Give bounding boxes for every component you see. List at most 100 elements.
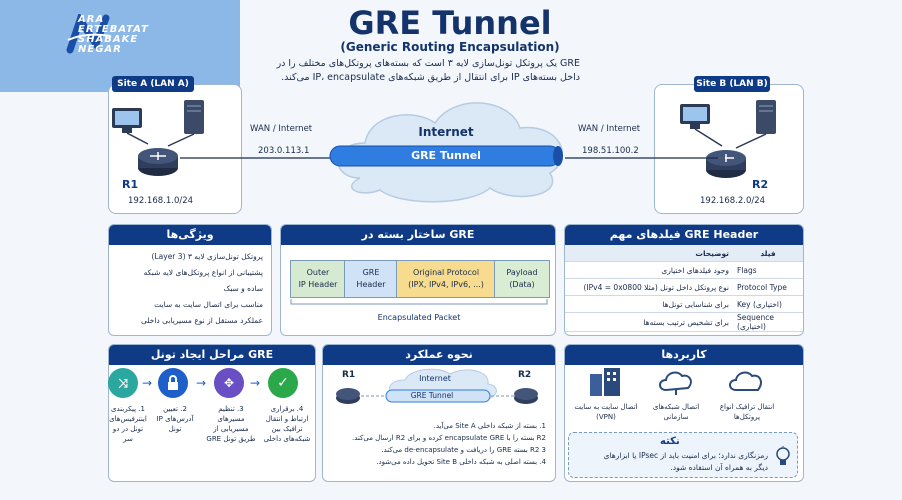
wan-right-label: WAN / Internet <box>578 124 641 134</box>
feature-item: ساده و سبک <box>223 284 264 293</box>
routing-icon: ✥ <box>214 368 244 398</box>
site-b-label: Site B (LAN B) <box>694 76 770 92</box>
feature-item: عملکرد مستقل از نوع مسیریابی داخلی <box>140 316 263 325</box>
logo-text-3: SHABAKE <box>78 34 139 45</box>
features-list: پروتکل تونل‌سازی لایه ۳ (Layer 3) پشتیبا… <box>109 245 271 333</box>
packet-caption: Encapsulated Packet <box>377 313 461 322</box>
wan-tunnel-diagram <box>180 102 725 203</box>
steps-panel: مراحل ایجاد تونل GRE <box>108 344 316 482</box>
step-3: 3. تنظیم مسیرهای مسیریابی از طریق تونل G… <box>206 405 256 443</box>
feature-item: مناسب برای اتصال سایت به سایت <box>154 300 263 309</box>
building-icon <box>590 368 620 396</box>
field-desc: برای شناسایی تونل‌ها <box>565 295 733 313</box>
page-subtitle: (Generic Routing Encapsulation) <box>340 40 560 54</box>
col-field-header: فیلد <box>733 245 803 262</box>
op-r2-label: R2 <box>518 370 532 380</box>
gre-l2: Header <box>356 280 386 289</box>
feature-item: پشتیبانی از انواع پروتکل‌های لایه شبکه <box>143 268 263 277</box>
field-name: Key (اختیاری) <box>733 295 803 313</box>
step-num: 1 <box>140 405 145 413</box>
router-r1-label: R1 <box>122 178 139 191</box>
packet-brace <box>290 299 548 305</box>
step-text: تنظیم مسیرهای مسیریابی از طریق تونل GRE <box>206 405 256 443</box>
arrow-icon: → <box>250 376 261 390</box>
op-r1-label: R1 <box>342 370 356 380</box>
site-b-lan-diagram <box>680 100 776 178</box>
original-protocol-cell: Original Protocol (IPX, IPv4, IPv6, ...) <box>396 260 496 298</box>
operation-diagram <box>336 368 538 404</box>
step-num: 3 <box>239 405 244 413</box>
arrow-icon: → <box>196 376 207 390</box>
packet-title: ساختار بسته در GRE <box>281 225 555 245</box>
step-4: 4. برقراری ارتباط و انتقال ترافیک بین شب… <box>263 405 311 443</box>
operation-panel: نحوه عملکرد <box>322 344 556 482</box>
steps-title: مراحل ایجاد تونل GRE <box>109 345 315 365</box>
gre-l1: GRE <box>362 268 380 277</box>
site-b-subnet: 192.168.2.0/24 <box>700 196 766 206</box>
site-a-lan-diagram <box>112 100 204 176</box>
page-title: GRE Tunnel <box>348 4 552 42</box>
gre-header-cell: GRE Header <box>344 260 398 298</box>
field-desc: وجود فیلدهای اختیاری <box>565 261 733 279</box>
orig-l2: (IPX, IPv4, IPv6, ...) <box>408 280 484 289</box>
orig-l1: Original Protocol <box>412 268 480 277</box>
op-line: 4. بسته اصلی به شبکه داخلی Site B تحویل … <box>376 458 546 466</box>
logo-n-icon <box>66 14 111 54</box>
op-line: 1. بسته از شبکه داخلی Site A می‌آید. <box>433 422 546 430</box>
payload-cell: Payload (Data) <box>494 260 550 298</box>
ip-left-label: 203.0.113.1 <box>258 146 310 156</box>
note-line-1: رمزنگاری ندارد؛ برای امنیت باید از IPsec… <box>603 451 768 460</box>
lightbulb-icon <box>776 446 790 465</box>
use-item: اتصال شبکه‌های سازمانی <box>652 403 700 421</box>
op-tunnel-label: GRE Tunnel <box>410 391 454 400</box>
site-a-label: Site A (LAN A) <box>112 76 194 92</box>
internet-cloud-label: Internet <box>418 125 474 139</box>
logo-text-4: NEGAR <box>78 44 122 55</box>
site-b-box <box>654 84 804 214</box>
payload-l2: (Data) <box>509 280 535 289</box>
step-text: برقراری ارتباط و انتقال ترافیک بین شبکه‌… <box>263 405 311 443</box>
uses-title: کاربردها <box>565 345 803 365</box>
lock-icon <box>158 368 188 398</box>
payload-l1: Payload <box>506 268 538 277</box>
note-box <box>568 432 798 478</box>
note-line-2: دیگر به همراه آن استفاده شود. <box>670 463 768 472</box>
field-name: Sequence (اختیاری) <box>733 312 803 332</box>
logo-text-1: ARA <box>78 14 105 25</box>
use-item: اتصال سایت به سایت (VPN) <box>574 403 638 421</box>
site-a-subnet: 192.168.1.0/24 <box>128 196 194 206</box>
field-desc: برای تشخیص ترتیب بسته‌ها <box>565 312 733 332</box>
note-title: نکته <box>660 436 680 447</box>
field-desc: نوع پروتکل داخل تونل (مثلا IPv4 = 0x0800… <box>565 278 733 296</box>
header-fields-panel: فیلدهای مهم GRE Header توضیحات فیلد وجود… <box>564 224 804 336</box>
outer-l2: IP Header <box>298 280 338 289</box>
step-text: تعیین آدرس‌های IP تونل <box>156 405 194 433</box>
table-row: نوع پروتکل داخل تونل (مثلا IPv4 = 0x0800… <box>565 278 803 296</box>
page-description: GRE یک پروتکل تونل‌سازی لایه ۳ است که بس… <box>250 57 580 85</box>
desc-line-2: داخل بسته‌های IP برای انتقال از طریق شبک… <box>281 72 580 83</box>
step-2: 2. تعیین آدرس‌های IP تونل <box>156 405 194 433</box>
feature-item: پروتکل تونل‌سازی لایه ۳ (Layer 3) <box>151 252 263 261</box>
fields-title: فیلدهای مهم GRE Header <box>565 225 803 245</box>
note-text: رمزنگاری ندارد؛ برای امنیت باید از IPsec… <box>572 450 768 474</box>
features-panel: ویژگی‌ها پروتکل تونل‌سازی لایه ۳ (Layer … <box>108 224 272 336</box>
arrow-icon: → <box>142 376 153 390</box>
check-icon: ✓ <box>268 368 298 398</box>
step-text: پیکربندی اینترفیس‌های تونل در دو سر <box>109 405 147 443</box>
col-desc-header: توضیحات <box>565 245 733 262</box>
operation-title: نحوه عملکرد <box>323 345 555 365</box>
router-r2-label: R2 <box>752 178 769 191</box>
wan-left-label: WAN / Internet <box>250 124 313 134</box>
step-num: 2 <box>182 405 187 413</box>
desc-line-1: GRE یک پروتکل تونل‌سازی لایه ۳ است که بس… <box>276 58 580 69</box>
step-1: 1. پیکربندی اینترفیس‌های تونل در دو سر <box>109 405 147 443</box>
operation-steps: 1. بسته از شبکه داخلی Site A می‌آید. R2 … <box>326 420 546 468</box>
gre-tunnel-label: GRE Tunnel <box>411 149 481 162</box>
step-num: 4 <box>298 405 304 413</box>
interface-icon: ⤨ <box>108 368 138 398</box>
op-internet-label: Internet <box>419 374 451 383</box>
